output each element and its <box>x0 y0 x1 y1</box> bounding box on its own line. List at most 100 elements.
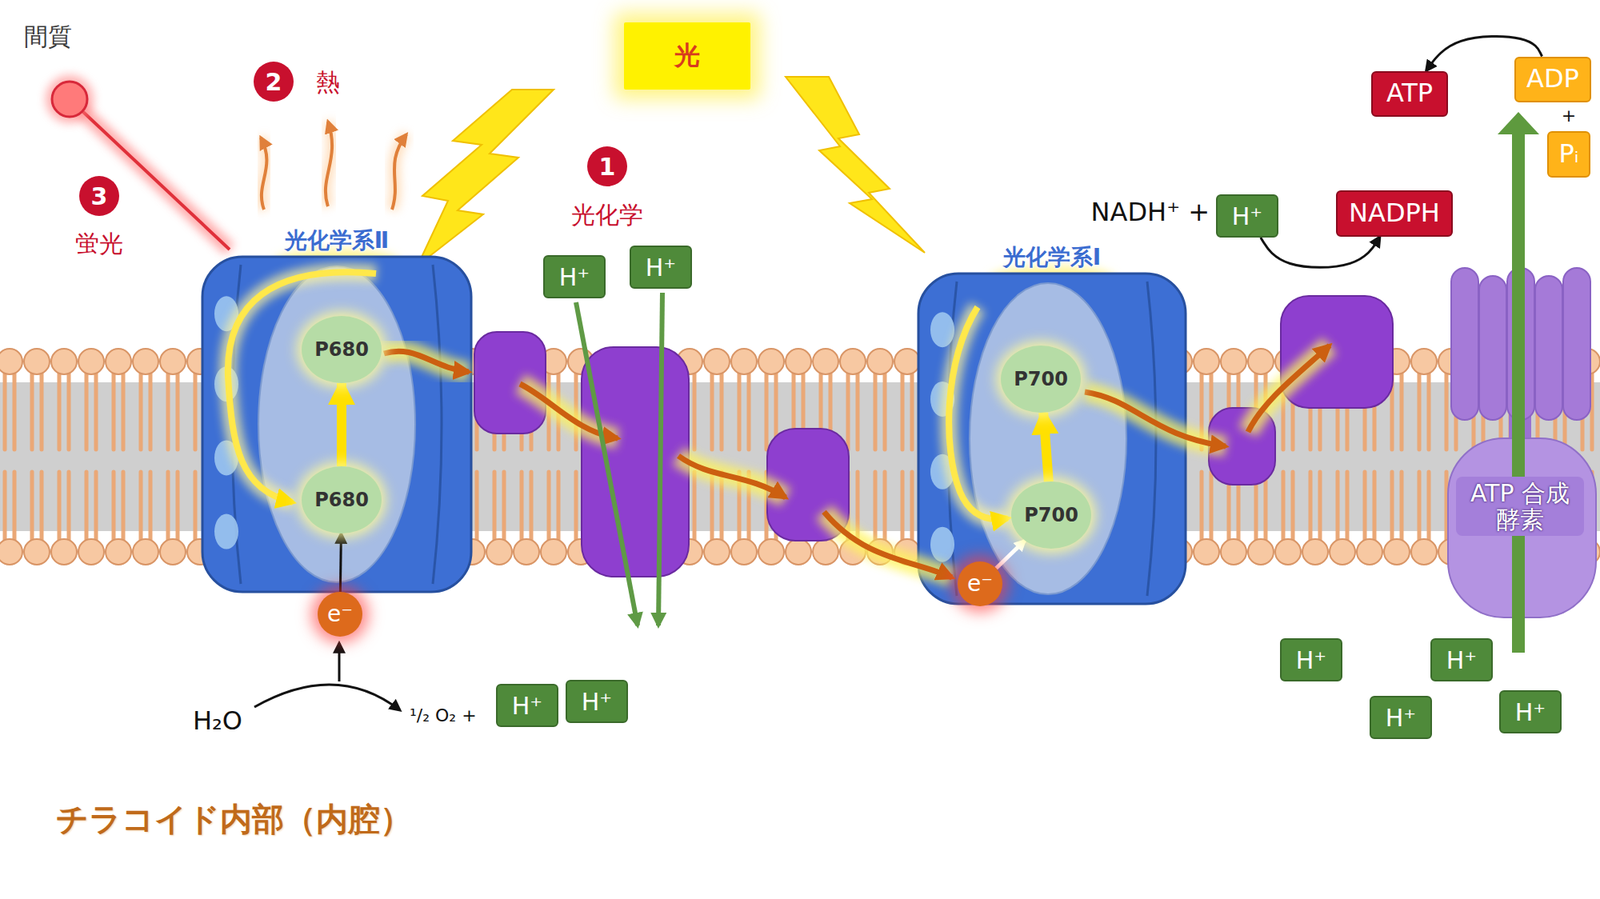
water-splitting-arrow <box>254 643 400 711</box>
illustration-part <box>1248 348 1274 375</box>
connector-arrow <box>1260 236 1380 268</box>
illustration-part <box>94 472 99 541</box>
illustration-part <box>260 137 267 210</box>
lipid <box>24 348 50 565</box>
illustration-part <box>1444 372 1449 450</box>
electron-circle: e⁻ <box>317 592 363 637</box>
illustration-part <box>1427 472 1432 541</box>
illustration-part <box>1275 539 1301 565</box>
illustration-part <box>1248 539 1274 565</box>
illustration-part <box>1280 296 1393 408</box>
illustration-part <box>502 472 507 541</box>
illustration-part <box>139 472 144 541</box>
lipid <box>1411 348 1437 565</box>
illustration-part <box>132 539 159 565</box>
illustration-part <box>576 302 638 626</box>
heat-arrow <box>260 121 407 210</box>
node-text: H⁺ <box>1232 203 1263 230</box>
illustration-part <box>384 351 469 372</box>
illustration-part <box>785 539 812 565</box>
illustration-part <box>812 348 839 375</box>
illustration-part <box>166 372 171 450</box>
illustration-part <box>84 372 89 450</box>
illustration-part <box>160 539 186 565</box>
illustration-part <box>678 456 786 498</box>
illustration-part <box>0 348 23 375</box>
illustration-part <box>704 348 730 375</box>
node-text: Pᵢ <box>1558 140 1579 168</box>
illustration-part <box>1400 372 1404 450</box>
reaction-center: P700 <box>1000 345 1081 413</box>
illustration-part <box>1308 472 1313 541</box>
illustration-part <box>132 348 159 375</box>
lipid <box>78 348 104 565</box>
illustration-part <box>948 307 1008 520</box>
proton-box: H⁺ <box>1216 194 1279 238</box>
illustration-part <box>1512 132 1525 653</box>
pathway-label: 熱 <box>316 68 340 96</box>
node-text: H⁺ <box>581 688 612 716</box>
illustration-part <box>930 527 955 563</box>
illustration-part <box>105 348 132 375</box>
illustration-part <box>1479 276 1507 420</box>
illustration-part <box>856 372 860 450</box>
illustration-part <box>1451 268 1479 420</box>
node-text: 光 <box>674 41 700 70</box>
illustration-part <box>214 514 239 550</box>
lipid <box>731 348 757 565</box>
illustration-part <box>1291 472 1296 541</box>
illustration-part <box>30 472 35 541</box>
complex-heading: 光化学系Ⅰ <box>1003 245 1101 271</box>
node-text: P680 <box>314 339 369 360</box>
callout-number: 1 <box>587 146 628 187</box>
callout-number: 2 <box>253 61 294 102</box>
substrate-box: ADP <box>1514 56 1592 103</box>
illustration-part <box>520 384 618 439</box>
complex-heading: 光化学系Ⅱ <box>284 228 389 254</box>
illustration-part <box>1220 539 1247 565</box>
illustration-part <box>581 347 689 577</box>
node-text: ATP 合成酵素 <box>1456 476 1584 536</box>
substrate-box: Pᵢ <box>1547 131 1591 178</box>
illustration-part <box>69 99 230 250</box>
connector-arrow <box>340 533 341 592</box>
illustration-part <box>492 472 497 541</box>
node-text: e⁻ <box>967 572 993 597</box>
illustration-part <box>51 348 77 375</box>
lipid <box>160 348 186 565</box>
plus-sign: + <box>1561 106 1576 126</box>
proton-box: H⁺ <box>629 245 692 289</box>
proton-box: H⁺ <box>543 255 606 299</box>
illustration-part <box>1411 348 1437 375</box>
illustration-part <box>67 472 72 541</box>
illustration-part <box>1411 539 1437 565</box>
illustration-part <box>45 75 94 124</box>
illustration-part <box>1497 112 1540 135</box>
illustration-part <box>1220 348 1247 375</box>
illustration-part <box>692 372 697 450</box>
illustration-part <box>692 472 697 541</box>
illustration-part <box>325 121 332 207</box>
illustration-part <box>52 81 88 117</box>
illustration-part <box>1417 372 1422 450</box>
illustration-part <box>846 372 851 450</box>
illustration-part <box>392 134 407 210</box>
atp-synthase-complex: ATP 合成酵素 <box>1444 270 1597 618</box>
illustration-part <box>30 372 35 450</box>
illustration-part <box>812 539 839 565</box>
illustration-part <box>1427 372 1432 450</box>
node-text: H⁺ <box>512 692 543 720</box>
illustration-part <box>3 372 8 450</box>
light-box: 光 <box>624 22 751 90</box>
illustration-part <box>574 472 579 541</box>
illustration-part <box>1147 281 1156 596</box>
illustration-part <box>40 372 44 450</box>
node-text: H⁺ <box>645 254 676 281</box>
node-text: P700 <box>1024 504 1079 526</box>
illustration-part <box>883 472 888 541</box>
node-text: ADP <box>1526 64 1580 93</box>
reactant-label: NADH⁺ + <box>1091 198 1210 227</box>
illustration-part <box>392 134 407 210</box>
illustration-part <box>69 99 230 250</box>
